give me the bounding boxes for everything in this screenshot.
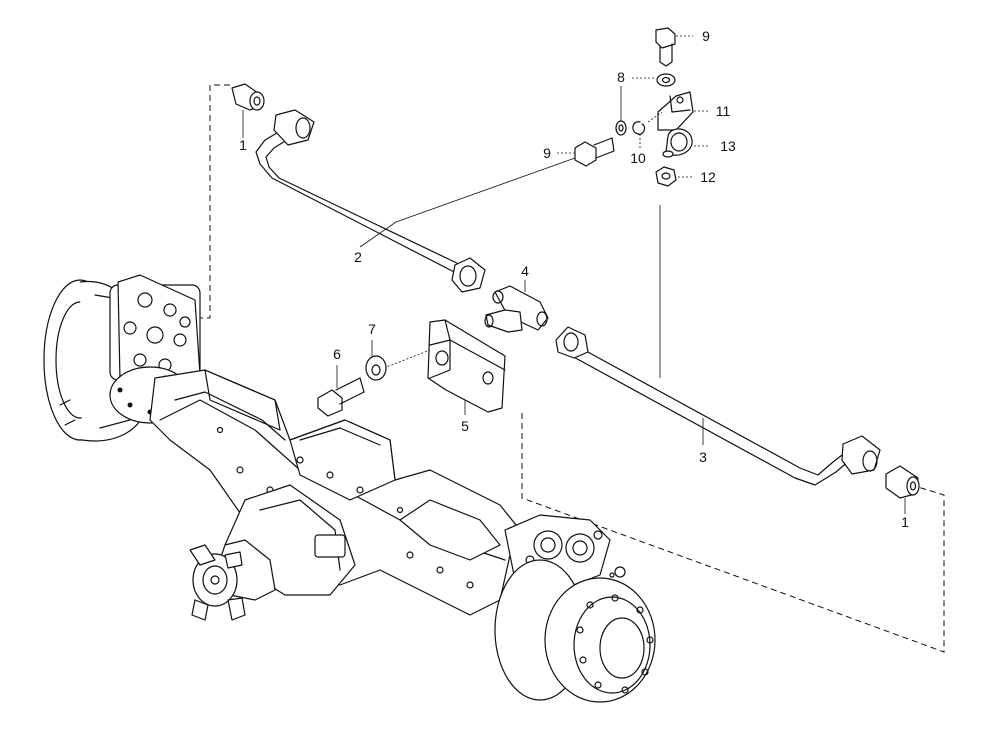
part-2-brake-tube-left xyxy=(255,109,576,293)
callout-1-right: 1 xyxy=(901,514,909,530)
part-9-bolt-left xyxy=(557,137,615,167)
callout-labels: 1 1 2 3 4 5 6 7 8 9 9 10 11 12 13 xyxy=(239,28,909,530)
callout-1-left: 1 xyxy=(239,137,247,153)
part-5-bracket xyxy=(383,319,506,415)
callout-9-top: 9 xyxy=(702,28,710,44)
part-washer-small xyxy=(615,120,627,136)
callout-2: 2 xyxy=(354,249,362,265)
part-8-washer xyxy=(620,73,676,122)
left-wheel-hub xyxy=(43,274,201,442)
callout-8: 8 xyxy=(617,69,625,85)
part-12-nut xyxy=(655,166,694,187)
callout-10: 10 xyxy=(630,150,646,166)
callout-6: 6 xyxy=(333,346,341,362)
callout-9-left: 9 xyxy=(543,145,551,161)
part-4-tee-connector xyxy=(484,280,549,333)
part-7-washer xyxy=(365,340,387,381)
callout-12: 12 xyxy=(700,169,716,185)
part-10-lock-washer xyxy=(632,111,663,148)
assembly-guide-lines xyxy=(195,84,945,653)
part-1-fitting-right xyxy=(885,465,920,514)
right-wheel-hub xyxy=(494,514,656,703)
callout-7: 7 xyxy=(368,321,376,337)
callout-4: 4 xyxy=(521,263,529,279)
differential-housing xyxy=(189,484,356,621)
part-1-fitting-left xyxy=(231,83,265,138)
part-6-bolt xyxy=(317,365,365,417)
callout-3: 3 xyxy=(699,449,707,465)
callout-5: 5 xyxy=(461,418,469,434)
part-11-clamp-bracket xyxy=(657,91,710,131)
axle-assembly xyxy=(43,274,656,703)
axle-housing xyxy=(149,369,521,616)
callout-11: 11 xyxy=(716,103,731,119)
part-13-pipe-clamp xyxy=(662,128,710,158)
part-3-brake-tube-right xyxy=(555,205,881,486)
callout-13: 13 xyxy=(720,138,736,154)
part-9-bolt-top xyxy=(655,27,693,67)
